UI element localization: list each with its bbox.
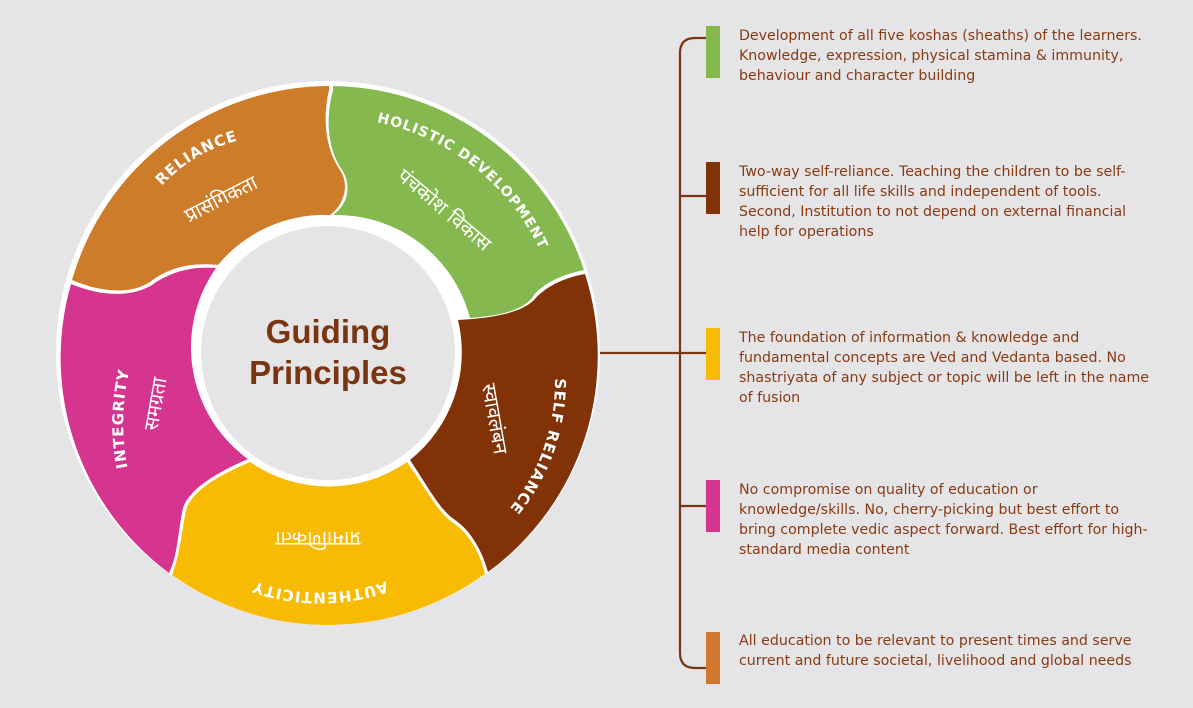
color-bar-selfreliance <box>706 162 720 214</box>
connector-lines <box>596 36 708 670</box>
center-title-line1: Guiding <box>266 313 391 350</box>
description-selfreliance: Two-way self-reliance. Teaching the chil… <box>739 162 1154 242</box>
color-bar-reliance <box>706 632 720 684</box>
description-text: The foundation of information & knowledg… <box>739 330 1150 406</box>
description-text: All education to be relevant to present … <box>739 633 1132 669</box>
description-text: Development of all five koshas (sheaths)… <box>739 28 1142 84</box>
color-bar-holistic <box>706 26 720 78</box>
segment-holistic <box>328 86 584 318</box>
inner-circle <box>195 220 461 486</box>
segment-label-integrity: INTEGRITY <box>109 367 133 470</box>
segment-reliance <box>72 86 345 291</box>
description-reliance: All education to be relevant to present … <box>739 631 1154 671</box>
description-integrity: No compromise on quality of education or… <box>739 480 1154 560</box>
description-text: No compromise on quality of education or… <box>739 482 1148 558</box>
color-bar-integrity <box>706 480 720 532</box>
description-text: Two-way self-reliance. Teaching the chil… <box>739 164 1127 240</box>
segment-integrity <box>60 267 248 573</box>
description-holistic: Development of all five koshas (sheaths)… <box>739 26 1154 86</box>
segment-authenticity <box>172 462 485 625</box>
description-authenticity: The foundation of information & knowledg… <box>739 328 1154 408</box>
center-title-line2: Principles <box>249 354 407 391</box>
connector-vertical <box>678 36 708 670</box>
segment-selfreliance <box>410 274 598 572</box>
color-bar-authenticity <box>706 328 720 380</box>
segment-sub-authenticity: प्रामाणिकता <box>275 527 361 551</box>
